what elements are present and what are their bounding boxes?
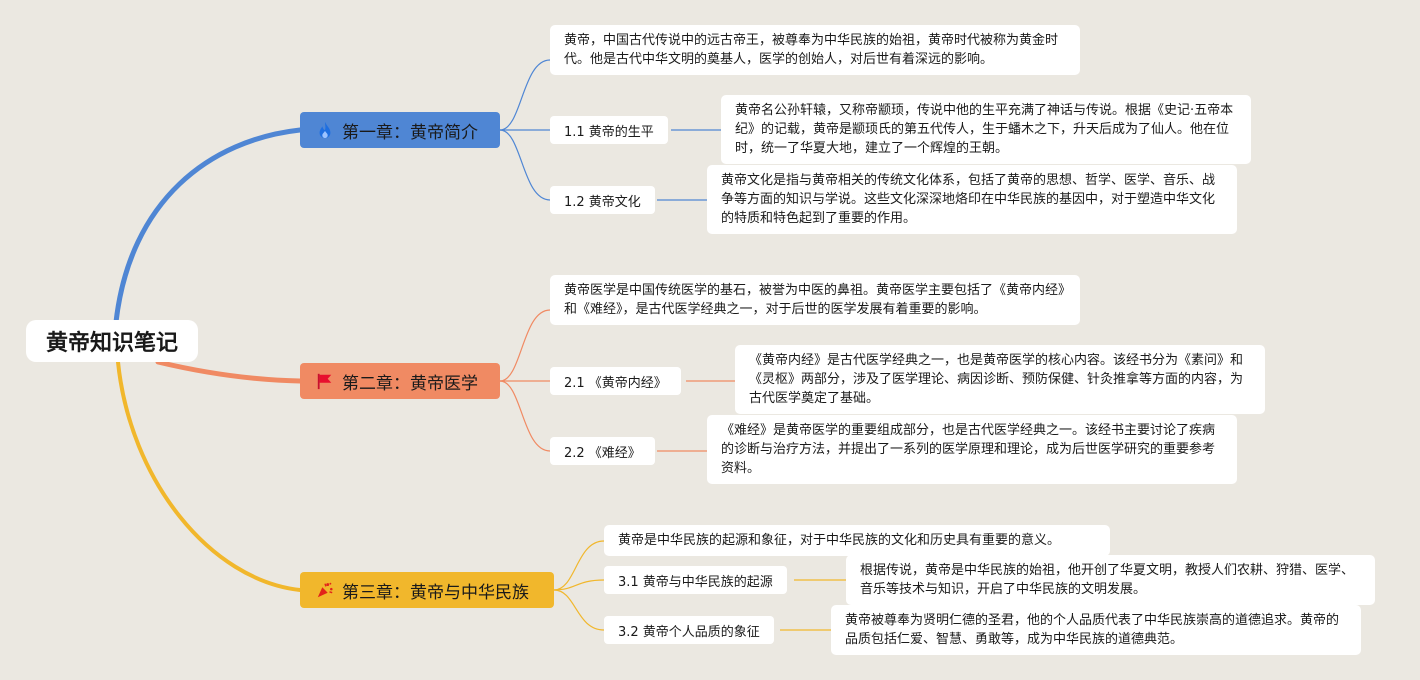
link-ch3-summary	[553, 540, 605, 591]
section-2-1-note[interactable]: 《黄帝内经》是古代医学经典之一，也是黄帝医学的核心内容。该经书分为《素问》和《灵…	[735, 345, 1265, 414]
link-ch3-sec1	[553, 579, 605, 591]
party-popper-icon	[316, 581, 334, 599]
chapter-2-title: 第二章：黄帝医学	[342, 373, 478, 394]
section-2-2-note[interactable]: 《难经》是黄帝医学的重要组成部分，也是古代医学经典之一。该经书主要讨论了疾病的诊…	[707, 415, 1237, 484]
chapter-2-summary[interactable]: 黄帝医学是中国传统医学的基石，被誉为中医的鼻祖。黄帝医学主要包括了《黄帝内经》和…	[550, 275, 1080, 325]
link-ch1-summary	[499, 59, 551, 131]
chapter-3-node[interactable]: 第三章：黄帝与中华民族	[300, 572, 554, 608]
root-node-title[interactable]: 黄帝知识笔记	[26, 320, 198, 362]
branch-ch3	[116, 360, 302, 592]
section-1-2-node[interactable]: 1.2 黄帝文化	[550, 186, 655, 214]
section-3-1-note[interactable]: 根据传说，黄帝是中华民族的始祖，他开创了华夏文明，教授人们农耕、狩猎、医学、音乐…	[846, 555, 1375, 605]
chapter-2-node[interactable]: 第二章：黄帝医学	[300, 363, 500, 399]
branch-ch2	[155, 359, 303, 384]
section-2-1-node[interactable]: 2.1 《黄帝内经》	[550, 367, 681, 395]
section-3-1-node[interactable]: 3.1 黄帝与中华民族的起源	[604, 566, 787, 594]
chapter-1-summary[interactable]: 黄帝，中国古代传说中的远古帝王，被尊奉为中华民族的始祖，黄帝时代被称为黄金时代。…	[550, 25, 1080, 75]
link-ch2-summary	[499, 309, 551, 382]
section-1-1-note[interactable]: 黄帝名公孙轩辕，又称帝颛顼，传说中他的生平充满了神话与传说。根据《史记·五帝本纪…	[721, 95, 1251, 164]
flag-icon	[316, 372, 334, 390]
flame-icon	[316, 121, 334, 139]
chapter-3-title: 第三章：黄帝与中华民族	[342, 582, 529, 603]
section-3-2-note[interactable]: 黄帝被尊奉为贤明仁德的圣君，他的个人品质代表了中华民族崇高的道德追求。黄帝的品质…	[831, 605, 1361, 655]
chapter-1-node[interactable]: 第一章：黄帝简介	[300, 112, 500, 148]
section-1-2-note[interactable]: 黄帝文化是指与黄帝相关的传统文化体系，包括了黄帝的思想、哲学、医学、音乐、战争等…	[707, 165, 1237, 234]
link-ch2-sec2	[499, 380, 551, 452]
section-3-2-node[interactable]: 3.2 黄帝个人品质的象征	[604, 616, 774, 644]
section-2-2-node[interactable]: 2.2 《难经》	[550, 437, 655, 465]
link-ch1-sec2	[499, 129, 551, 201]
section-1-1-node[interactable]: 1.1 黄帝的生平	[550, 116, 668, 144]
chapter-1-title: 第一章：黄帝简介	[342, 122, 478, 143]
link-ch3-sec2	[553, 589, 605, 631]
branch-ch1	[113, 127, 303, 325]
chapter-3-summary[interactable]: 黄帝是中华民族的起源和象征，对于中华民族的文化和历史具有重要的意义。	[604, 525, 1110, 556]
